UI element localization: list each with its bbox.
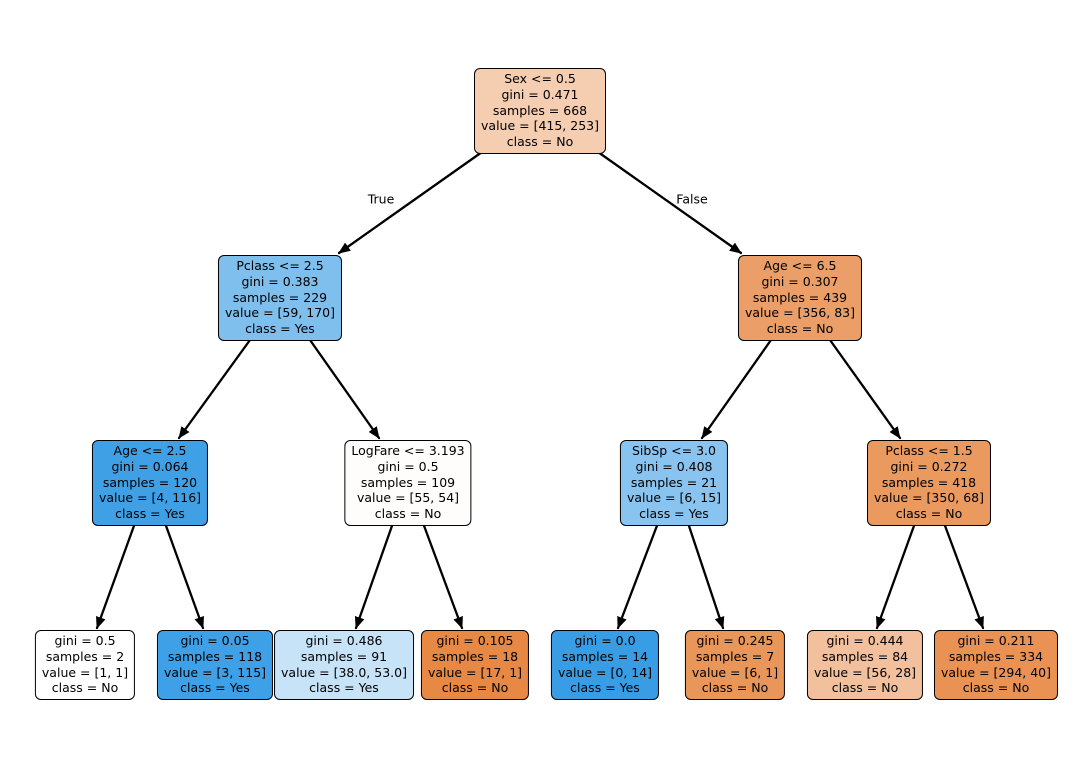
tree-leaf-7: gini = 0.444 samples = 84 value = [56, 2… <box>806 630 924 701</box>
edge-logfare-leaf4 <box>421 521 464 630</box>
node-class: class = No <box>441 680 509 696</box>
tree-node-age-6-5: Age <= 6.5 gini = 0.307 samples = 439 va… <box>737 255 863 341</box>
tree-leaf-1: gini = 0.5 samples = 2 value = [1, 1] cl… <box>34 630 136 701</box>
node-value: value = [55, 54] <box>356 490 460 506</box>
node-value: value = [0, 14] <box>557 664 653 680</box>
tree-node-age-2-5: Age <= 2.5 gini = 0.064 samples = 120 va… <box>91 440 209 526</box>
node-value: value = [38.0, 53.0] <box>281 664 407 680</box>
node-split-rule: Sex <= 0.5 <box>504 71 576 86</box>
node-value: value = [4, 116] <box>98 490 202 506</box>
tree-node-root: Sex <= 0.5 gini = 0.471 samples = 668 va… <box>474 68 606 154</box>
node-samples: samples = 21 <box>630 474 718 490</box>
node-value: value = [3, 115] <box>163 664 267 680</box>
node-value: value = [350, 68] <box>873 490 985 506</box>
node-class: class = No <box>766 321 834 337</box>
node-samples: samples = 84 <box>821 648 909 664</box>
edge-sexfalse-sibsp <box>700 338 773 440</box>
node-split-rule: Pclass <= 1.5 <box>885 443 973 458</box>
node-value: value = [1, 1] <box>41 664 129 680</box>
node-class: class = Yes <box>180 680 250 696</box>
node-class: class = No <box>701 680 769 696</box>
tree-node-pclass-2-5: Pclass <= 2.5 gini = 0.383 samples = 229… <box>217 255 343 341</box>
node-class: class = No <box>962 680 1030 696</box>
node-class: class = No <box>374 506 442 522</box>
node-gini: gini = 0.307 <box>761 273 839 289</box>
edge-logfare-leaf3 <box>354 521 395 630</box>
node-class: class = Yes <box>115 506 185 522</box>
edge-age25-leaf1 <box>95 521 137 630</box>
node-value: value = [56, 28] <box>813 664 917 680</box>
node-split-rule: Pclass <= 2.5 <box>236 258 324 273</box>
tree-node-logfare-3-193: LogFare <= 3.193 gini = 0.5 samples = 10… <box>344 440 472 526</box>
node-gini: gini = 0.5 <box>377 458 439 474</box>
node-gini: gini = 0.486 <box>305 633 383 648</box>
node-samples: samples = 334 <box>948 648 1044 664</box>
tree-leaf-6: gini = 0.245 samples = 7 value = [6, 1] … <box>684 630 786 701</box>
node-gini: gini = 0.272 <box>890 458 968 474</box>
tree-node-pclass-1-5: Pclass <= 1.5 gini = 0.272 samples = 418… <box>866 440 992 526</box>
node-gini: gini = 0.064 <box>111 458 189 474</box>
node-split-rule: LogFare <= 3.193 <box>351 443 465 458</box>
node-split-rule: Age <= 2.5 <box>113 443 187 458</box>
node-samples: samples = 439 <box>752 289 848 305</box>
edge-pclass15-leaf8 <box>942 521 985 630</box>
node-gini: gini = 0.5 <box>54 633 116 648</box>
node-class: class = No <box>51 680 119 696</box>
node-gini: gini = 0.383 <box>241 273 319 289</box>
node-value: value = [415, 253] <box>481 118 599 134</box>
node-gini: gini = 0.408 <box>635 458 713 474</box>
node-class: class = Yes <box>639 506 709 522</box>
node-split-rule: SibSp <= 3.0 <box>632 443 716 458</box>
tree-leaf-4: gini = 0.105 samples = 18 value = [17, 1… <box>420 630 530 701</box>
node-value: value = [6, 1] <box>691 664 779 680</box>
node-gini: gini = 0.245 <box>696 633 774 648</box>
edge-pclass15-leaf7 <box>875 521 917 630</box>
node-samples: samples = 18 <box>431 648 519 664</box>
edge-sextrue-age25 <box>177 338 252 440</box>
node-samples: samples = 109 <box>360 474 456 490</box>
node-value: value = [356, 83] <box>744 305 856 321</box>
node-samples: samples = 668 <box>492 102 588 118</box>
node-samples: samples = 418 <box>881 474 977 490</box>
node-gini: gini = 0.105 <box>436 633 514 648</box>
tree-node-sibsp-3-0: SibSp <= 3.0 gini = 0.408 samples = 21 v… <box>619 440 729 526</box>
node-class: class = Yes <box>309 680 379 696</box>
node-samples: samples = 118 <box>167 648 263 664</box>
edge-label-true: True <box>367 191 395 207</box>
node-samples: samples = 14 <box>561 648 649 664</box>
edge-sibsp-leaf6 <box>686 521 725 630</box>
edge-root-true <box>337 150 484 255</box>
node-samples: samples = 120 <box>102 474 198 490</box>
node-value: value = [6, 15] <box>626 490 722 506</box>
tree-leaf-5: gini = 0.0 samples = 14 value = [0, 14] … <box>550 630 660 701</box>
node-value: value = [59, 170] <box>224 305 336 321</box>
tree-leaf-8: gini = 0.211 samples = 334 value = [294,… <box>933 630 1059 701</box>
node-class: class = No <box>895 506 963 522</box>
node-split-rule: Age <= 6.5 <box>763 258 837 273</box>
edge-sextrue-logfare <box>308 338 381 440</box>
edge-sibsp-leaf5 <box>616 521 660 630</box>
edge-sexfalse-pclass15 <box>828 338 902 440</box>
node-class: class = Yes <box>570 680 640 696</box>
edge-root-false <box>596 150 743 255</box>
node-gini: gini = 0.444 <box>826 633 904 648</box>
node-samples: samples = 229 <box>232 289 328 305</box>
tree-leaf-3: gini = 0.486 samples = 91 value = [38.0,… <box>274 630 414 701</box>
node-samples: samples = 91 <box>300 648 388 664</box>
node-gini: gini = 0.0 <box>574 633 636 648</box>
node-gini: gini = 0.471 <box>501 86 579 102</box>
node-gini: gini = 0.211 <box>957 633 1035 648</box>
node-class: class = No <box>506 134 574 150</box>
node-class: class = No <box>831 680 899 696</box>
node-gini: gini = 0.05 <box>180 633 250 648</box>
node-value: value = [294, 40] <box>940 664 1052 680</box>
node-samples: samples = 7 <box>695 648 775 664</box>
tree-leaf-2: gini = 0.05 samples = 118 value = [3, 11… <box>156 630 274 701</box>
node-class: class = Yes <box>245 321 315 337</box>
edge-age25-leaf2 <box>163 521 205 630</box>
node-value: value = [17, 1] <box>427 664 523 680</box>
edge-label-false: False <box>676 191 708 207</box>
node-samples: samples = 2 <box>45 648 125 664</box>
